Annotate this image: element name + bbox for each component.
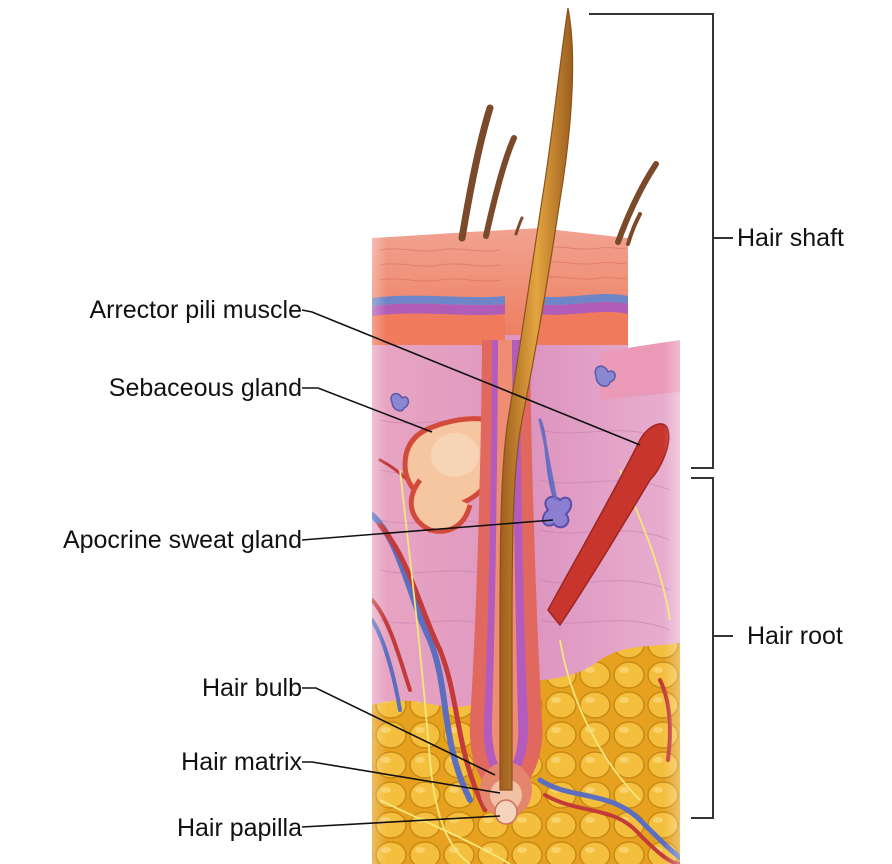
- label-hair-papilla: Hair papilla: [177, 814, 302, 842]
- label-hair-bulb: Hair bulb: [202, 674, 302, 702]
- label-hair-root: Hair root: [747, 622, 843, 650]
- label-sebaceous-gland: Sebaceous gland: [109, 374, 302, 402]
- label-hair-shaft: Hair shaft: [737, 224, 844, 252]
- label-apocrine-sweat-gland: Apocrine sweat gland: [63, 526, 302, 554]
- label-arrector-pili-muscle: Arrector pili muscle: [89, 296, 302, 324]
- hair-root-bracket: [691, 478, 713, 818]
- label-hair-matrix: Hair matrix: [181, 748, 302, 776]
